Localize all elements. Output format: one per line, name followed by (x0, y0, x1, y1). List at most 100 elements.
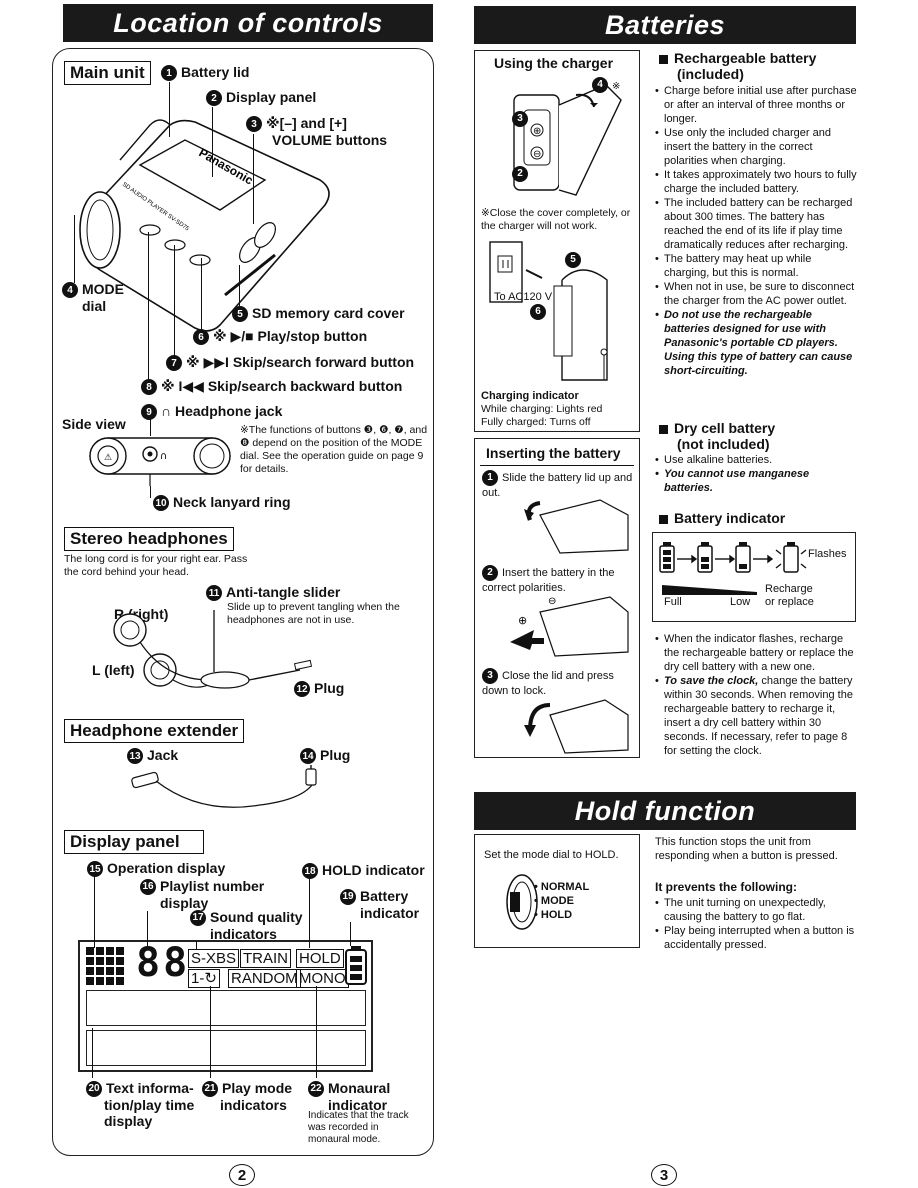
side-view-label: Side view (62, 416, 126, 432)
label-skip-forward-button: 7※ ▶▶I Skip/search forward button (166, 354, 414, 372)
insert-step-1-illustration (524, 499, 629, 554)
hold-prevents-title: It prevents the following: (655, 880, 798, 894)
lcd-panel (78, 940, 373, 1072)
stereo-desc: The long cord is for your right ear. Pas… (64, 553, 248, 578)
battery-indicator-list: When the indicator flashes, recharge the… (655, 632, 857, 758)
charger-callout-3: 3 (512, 110, 532, 128)
indicator-replace: or replace (765, 596, 814, 608)
battery-indicator-diagram (652, 532, 856, 622)
stereo-headphones-illustration (113, 610, 313, 689)
display-panel-title: Display panel (64, 830, 204, 854)
lcd-random: RANDOM (228, 969, 301, 988)
rech-warning: Do not use the rechargeable batteries de… (655, 308, 857, 378)
svg-text:⊕: ⊕ (533, 126, 541, 137)
indicator-item-1: When the indicator flashes, recharge the… (655, 632, 857, 674)
rechargeable-list: Charge before initial use after purchase… (655, 84, 857, 378)
charger-box (474, 50, 640, 432)
svg-text:∩: ∩ (160, 451, 167, 462)
insert-step-3-illustration (524, 699, 629, 754)
indicator-item-2: To save the clock, change the battery wi… (655, 674, 857, 758)
inserting-title: Inserting the battery (486, 445, 621, 461)
lcd-operation-display (86, 947, 124, 985)
svg-text:⚠: ⚠ (104, 453, 112, 463)
rech-item-4: The included battery can be recharged ab… (655, 196, 857, 252)
monaural-desc: Indicates that the track was recorded in… (308, 1110, 409, 1145)
lcd-playlist-digits: 88 (136, 940, 191, 986)
rech-item-2: Use only the included charger and insert… (655, 126, 857, 168)
indicator-flashes: Flashes (808, 548, 847, 560)
hold-function-banner: Hold function (474, 792, 856, 830)
indicator-recharge: Recharge (765, 583, 813, 595)
hold-prevent-2: Play being interrupted when a button is … (655, 924, 855, 952)
dry-cell-title: Dry cell battery(not included) (659, 420, 775, 452)
batteries-banner: Batteries (474, 6, 856, 44)
charger-title: Using the charger (494, 55, 614, 71)
hold-dial-marks: • NORMAL • MODE • HOLD (534, 880, 589, 922)
charger-illustration: ⊕ ⊖ (513, 84, 622, 196)
charging-indicator-full: Fully charged: Turns off (481, 416, 591, 428)
charger-callout-6: 6 (530, 303, 550, 321)
label-skip-backward-button: 8※ I◀◀ Skip/search backward button (141, 378, 402, 396)
hold-set-instruction: Set the mode dial to HOLD. (484, 849, 619, 861)
label-play-stop-button: 6※ ▶/■ Play/stop button (193, 328, 367, 346)
charger-callout-5: 5 (565, 251, 585, 269)
battery-level-wedge (662, 585, 757, 595)
anti-tangle-desc: Slide up to prevent tangling when the he… (227, 601, 400, 626)
charger-callout-2: 2 (512, 165, 532, 183)
lcd-sxbs: S-XBS (188, 949, 240, 968)
indicator-full: Full (664, 596, 682, 608)
dry-cell-list: Use alkaline batteries. You cannot use m… (655, 453, 857, 495)
charging-indicator-while: While charging: Lights red (481, 403, 603, 415)
rech-item-6: When not in use, be sure to disconnect t… (655, 280, 857, 308)
rech-item-3: It takes approximately two hours to full… (655, 168, 857, 196)
headphone-extender-title: Headphone extender (64, 719, 245, 743)
lcd-text-row-1 (86, 990, 366, 1026)
label-headphone-jack: 9∩ Headphone jack (141, 403, 282, 421)
side-view-illustration: ⚠ ∩ (89, 437, 231, 486)
dial-mark-hold: • HOLD (534, 909, 573, 921)
headphone-extender-illustration (131, 765, 317, 808)
svg-text:⊕: ⊕ (518, 614, 527, 627)
lcd-text-row-2 (86, 1030, 366, 1066)
hold-box (474, 834, 640, 948)
functions-footnote: ※The functions of buttons ❸, ❻, ❼, and ❽… (240, 424, 428, 475)
hold-prevents-list: The unit turning on unexpectedly, causin… (655, 896, 855, 952)
hold-prevent-1: The unit turning on unexpectedly, causin… (655, 896, 855, 924)
charger-ac-label: To AC120 V (494, 291, 553, 303)
charger-callout-4: 4※ (592, 76, 620, 94)
battery-indicator-title: Battery indicator (659, 510, 785, 526)
controls-frame (52, 48, 434, 1156)
charger-note: ※Close the cover completely, or the char… (481, 207, 631, 232)
dry-item-1: Use alkaline batteries. (655, 453, 857, 467)
inserting-box (474, 438, 640, 758)
dry-item-2: You cannot use manganese batteries. (655, 467, 857, 495)
charger-outlet-illustration (489, 241, 608, 381)
label-volume-buttons: 3※[–] and [+]VOLUME buttons (246, 115, 387, 149)
svg-text:⊖: ⊖ (533, 149, 541, 160)
page-number-right: 3 (651, 1164, 677, 1186)
lcd-repeat: 1-↻ (188, 969, 220, 988)
page-number-left: 2 (229, 1164, 255, 1186)
svg-text:⊖: ⊖ (548, 596, 556, 607)
lcd-mono: MONO (296, 969, 349, 988)
dial-mark-mode: • MODE (534, 895, 574, 907)
rech-item-1: Charge before initial use after purchase… (655, 84, 857, 126)
